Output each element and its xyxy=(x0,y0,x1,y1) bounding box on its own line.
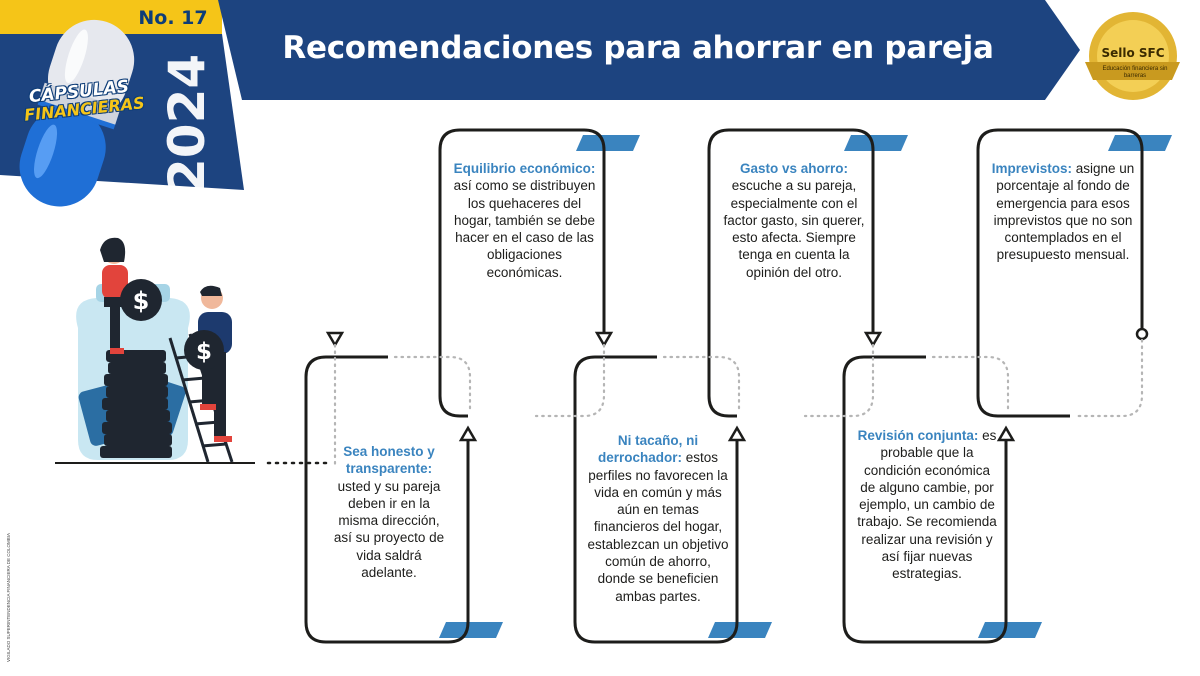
step-5-text: Revisión conjunta: es probable que la co… xyxy=(856,427,998,583)
step-2-body: así como se distribuyen los quehaceres d… xyxy=(453,178,596,280)
issue-number: No. 17 xyxy=(138,7,208,29)
step-2-text: Equilibrio económico: así como se distri… xyxy=(452,160,597,281)
step-6-text: Imprevistos: asigne un porcentaje al fon… xyxy=(990,160,1136,264)
step-4-body: escuche a su pareja, especialmente con e… xyxy=(723,178,865,280)
step-5-body: es probable que la condición económica d… xyxy=(857,428,997,582)
step-6-body: asigne un porcentaje al fondo de emergen… xyxy=(993,161,1135,263)
seal-subtitle: Educación financiera sin barreras xyxy=(1102,66,1168,79)
seal-sfc-icon xyxy=(1085,12,1180,100)
svg-text:$: $ xyxy=(196,339,212,365)
step-5-heading: Revisión conjunta: xyxy=(857,428,979,443)
title-banner xyxy=(218,0,1080,100)
accent-tabs xyxy=(439,135,1172,638)
capsule-icon xyxy=(19,19,135,207)
vigilado-text: VIGILADO SUPERINTENDENCIA FINANCIERA DE … xyxy=(6,532,11,662)
arrow-heads xyxy=(325,327,1149,442)
step-1-body: usted y su pareja deben ir en la misma d… xyxy=(333,478,445,581)
step-4-heading: Gasto vs ahorro: xyxy=(739,161,849,176)
vigilado-label: VIGILADO SUPERINTENDENCIA FINANCIERA DE … xyxy=(6,532,18,662)
year-label: 2024 xyxy=(158,53,216,193)
step-3-body: estos perfiles no favorecen la vida en c… xyxy=(587,450,729,604)
step-1-text: Sea honesto y transparente: usted y su p… xyxy=(328,443,450,581)
step-3-text: Ni tacaño, ni derrochador: estos perfile… xyxy=(587,432,729,605)
yellow-corner xyxy=(0,0,222,34)
dotted-connectors xyxy=(333,338,1144,467)
page-title: Recomendaciones para ahorrar en pareja xyxy=(282,30,994,66)
step-2-heading: Equilibrio económico: xyxy=(453,161,596,176)
svg-text:$: $ xyxy=(133,287,150,315)
couple-saving-illustration: $ $ xyxy=(76,237,234,463)
step-4-text: Gasto vs ahorro: escuche a su pareja, es… xyxy=(722,160,866,281)
seal-label: Sello SFC xyxy=(1101,46,1165,60)
step-1-heading: Sea honesto y transparente: xyxy=(343,444,435,477)
step-6-heading: Imprevistos: xyxy=(991,161,1072,176)
step-3-heading: Ni tacaño, ni derrochador: xyxy=(597,433,699,466)
flow-boxes xyxy=(304,128,1144,644)
